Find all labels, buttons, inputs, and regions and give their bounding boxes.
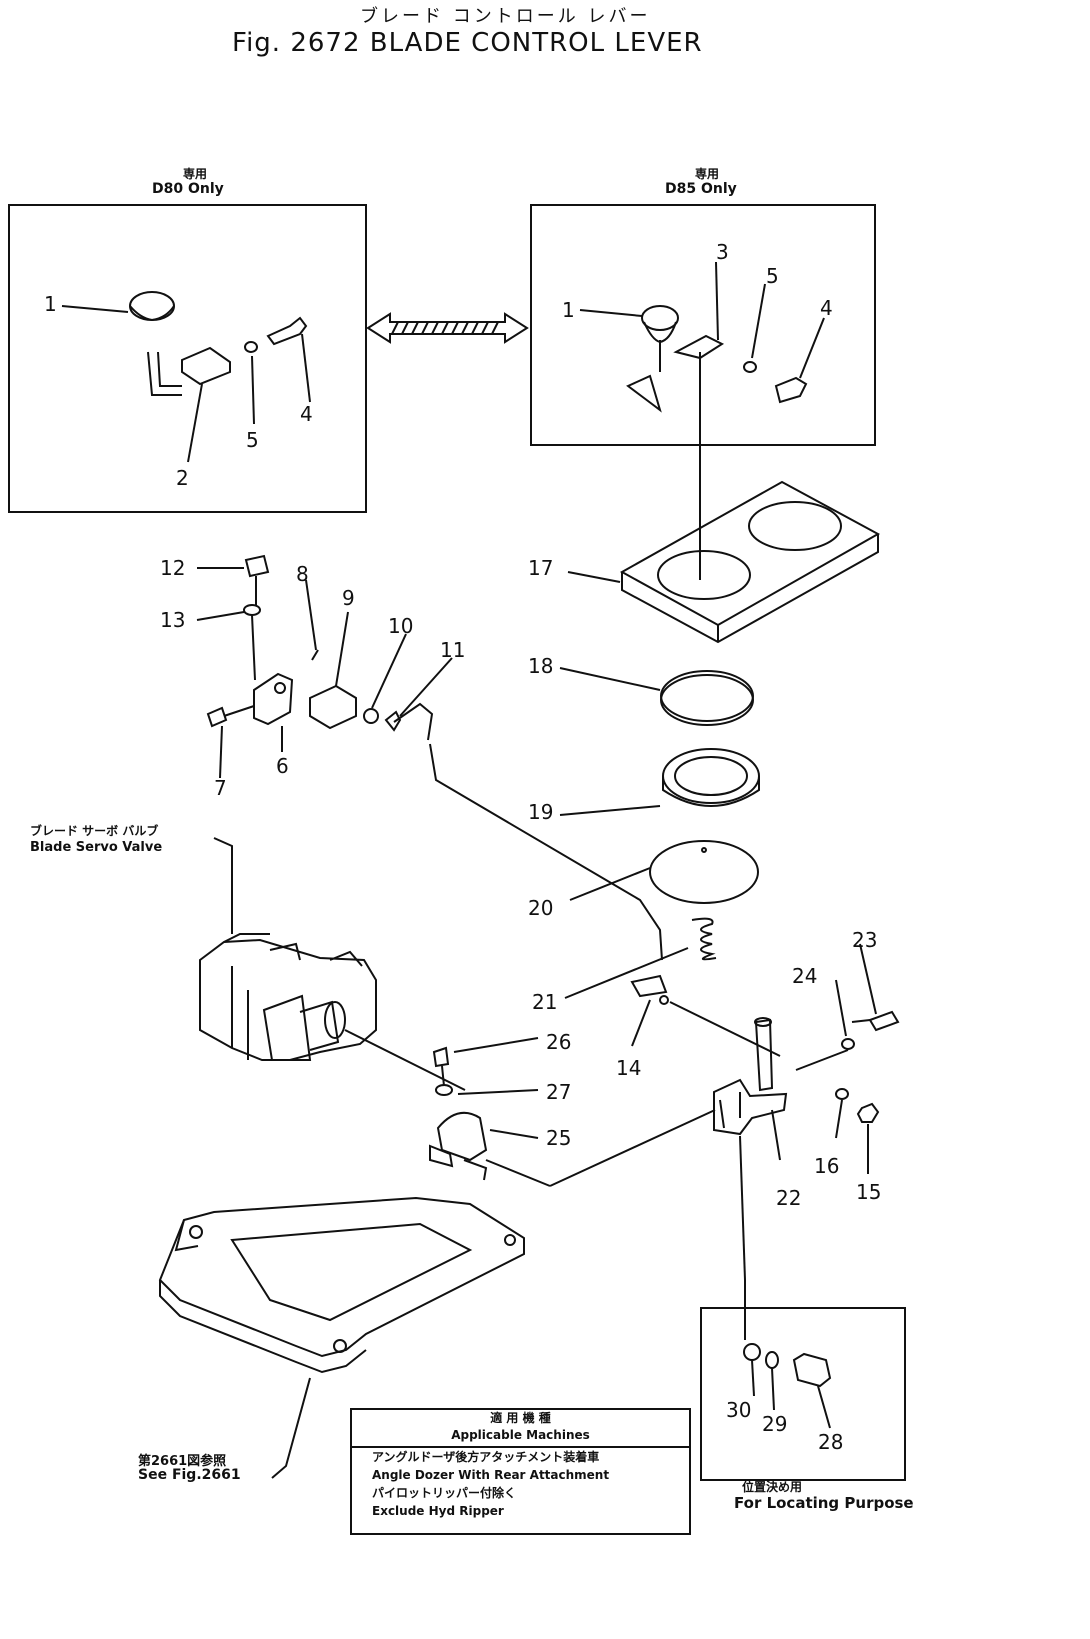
callout-5-d85: 5 — [766, 264, 779, 288]
title-japanese: ブレード コントロール レバー — [360, 6, 651, 27]
frame — [158, 1196, 525, 1479]
callout-21: 21 — [532, 990, 558, 1014]
locating-jp: 位置決め用 — [742, 1480, 803, 1494]
lever-assembly — [196, 554, 663, 961]
disc-20 — [569, 840, 759, 904]
callout-8: 8 — [296, 562, 309, 586]
figure-title: Fig. 2672 BLADE CONTROL LEVER — [232, 28, 703, 58]
callout-27: 27 — [546, 1080, 572, 1104]
inset-right-label: D85 Only — [665, 181, 737, 197]
inset-left-label: D80 Only — [152, 181, 224, 197]
callout-15: 15 — [856, 1180, 882, 1204]
callout-24: 24 — [792, 964, 818, 988]
servo-valve — [199, 837, 466, 1091]
callout-22: 22 — [776, 1186, 802, 1210]
d85-parts — [579, 261, 825, 580]
callout-11: 11 — [440, 638, 466, 662]
callout-20: 20 — [528, 896, 554, 920]
inset-d80 — [8, 204, 367, 513]
callout-19: 19 — [528, 800, 554, 824]
callout-26: 26 — [546, 1030, 572, 1054]
callout-1: 1 — [44, 292, 57, 316]
applicable-line1-jp: アングルドーザ後方アタッチメント装着車 — [372, 1450, 600, 1464]
callout-10: 10 — [388, 614, 414, 638]
double-arrow — [366, 312, 529, 344]
callout-5: 5 — [246, 428, 259, 452]
callout-9: 9 — [342, 586, 355, 610]
servo-label-jp: ブレード サーボ バルブ — [30, 824, 159, 838]
inset-locating — [700, 1307, 906, 1481]
callout-17: 17 — [528, 556, 554, 580]
callout-12: 12 — [160, 556, 186, 580]
locating-label: For Locating Purpose — [734, 1494, 914, 1512]
callout-25: 25 — [546, 1126, 572, 1150]
callout-3: 3 — [716, 240, 729, 264]
callout-28: 28 — [818, 1430, 844, 1454]
callout-2: 2 — [176, 466, 189, 490]
see-ref-label: See Fig.2661 — [138, 1467, 241, 1483]
part-14 — [630, 974, 781, 1057]
applicable-line2-jp: パイロットリッパー付除く — [372, 1486, 517, 1500]
inset-d85 — [530, 204, 876, 446]
applicable-header: Applicable Machines — [451, 1428, 590, 1442]
clamp-25 — [429, 1037, 716, 1187]
callout-6: 6 — [276, 754, 289, 778]
callout-30: 30 — [726, 1398, 752, 1422]
seal-19 — [559, 748, 760, 816]
ring-18 — [559, 667, 754, 726]
servo-label: Blade Servo Valve — [30, 840, 163, 855]
d80-parts — [61, 291, 311, 463]
callout-13: 13 — [160, 608, 186, 632]
callout-7: 7 — [214, 776, 227, 800]
callout-23: 23 — [852, 928, 878, 952]
applicable-header-jp: 適 用 機 種 — [490, 1411, 551, 1425]
spring-21 — [564, 917, 717, 999]
plate-17 — [567, 480, 881, 644]
applicable-line2: Exclude Hyd Ripper — [372, 1504, 504, 1518]
bracket-22 — [713, 943, 900, 1340]
callout-14: 14 — [616, 1056, 642, 1080]
applicable-machines-table: 適 用 機 種 Applicable Machines アングルドーザ後方アタッ… — [350, 1408, 691, 1535]
inset-right-jp: 専用 — [695, 167, 720, 181]
callout-18: 18 — [528, 654, 554, 678]
locating-parts — [743, 1343, 832, 1429]
applicable-line1: Angle Dozer With Rear Attachment — [372, 1468, 610, 1482]
see-ref-jp: 第2661図参照 — [138, 1454, 227, 1469]
callout-16: 16 — [814, 1154, 840, 1178]
callout-1-d85: 1 — [562, 298, 575, 322]
callout-29: 29 — [762, 1412, 788, 1436]
inset-left-jp: 専用 — [183, 167, 208, 181]
callout-4-d85: 4 — [820, 296, 833, 320]
callout-4: 4 — [300, 402, 313, 426]
